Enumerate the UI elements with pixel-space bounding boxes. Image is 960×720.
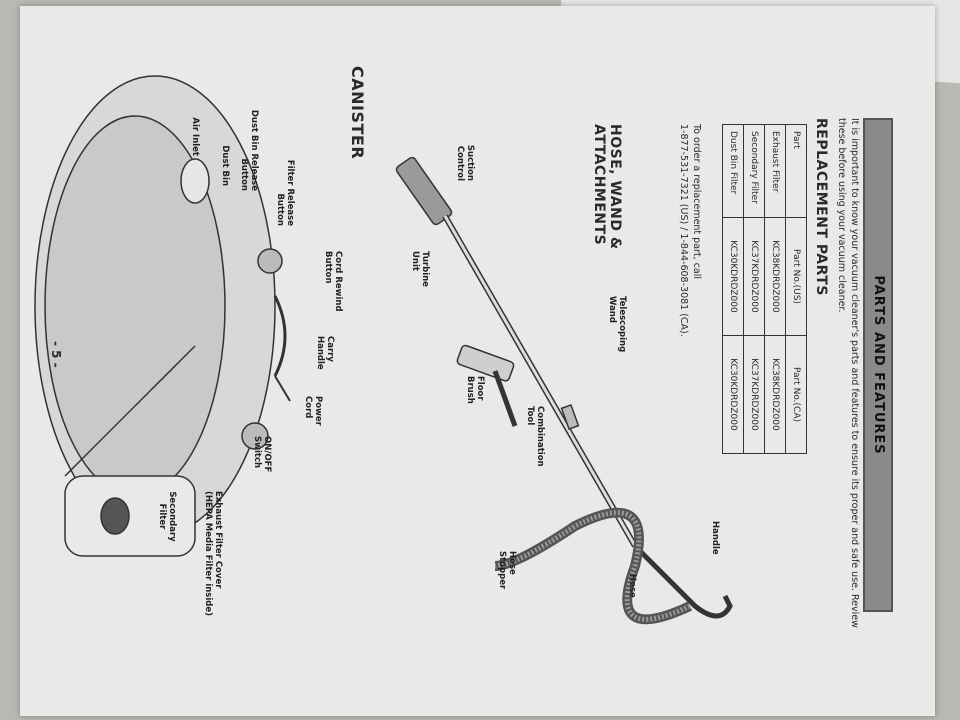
air-inlet-label: Air Inlet: [190, 117, 200, 156]
telescoping-wand-label: Telescoping Wand: [607, 296, 627, 353]
exhaust-filter-cover-label: Exhaust Filter Cover (HEPA Media Filter …: [203, 491, 223, 651]
floor-brush-label: Floor Brush: [465, 376, 485, 404]
canister-illustration: [34, 75, 291, 557]
label-line: Exhaust Filter Cover: [213, 491, 223, 589]
carry-handle-label: Carry Handle: [315, 336, 335, 370]
handle-label: Handle: [710, 521, 720, 555]
page-number: - 5 -: [49, 341, 63, 368]
canister-heading: CANISTER: [348, 66, 367, 160]
manual-page: PARTS AND FEATURES It is important to kn…: [20, 6, 935, 716]
filter-release-button-label: Filter Release Button: [275, 159, 295, 226]
suction-control-label: Suction Control: [455, 144, 475, 181]
power-cord-label: Power Cord: [303, 396, 323, 426]
dust-bin-release-button-label: Dust Bin Release Button: [239, 109, 259, 191]
secondary-filter-label: Secondary Filter: [157, 491, 177, 542]
cord-rewind-button-label: Cord Rewind Button: [323, 251, 343, 312]
dust-bin-label: Dust Bin: [220, 145, 230, 186]
hose-wand-illustration: [395, 156, 733, 625]
hose-label: Hose: [627, 574, 637, 598]
combination-tool-label: Combination Tool: [525, 406, 545, 467]
hose-stopper-label: Hose Stopper: [497, 551, 517, 590]
on-off-switch-label: ON/OFF Switch: [252, 436, 272, 473]
illustrations: [34, 75, 733, 625]
turbine-unit-label: Turbine Unit: [410, 251, 430, 287]
label-line: (HEPA Media Filter inside): [203, 491, 213, 616]
